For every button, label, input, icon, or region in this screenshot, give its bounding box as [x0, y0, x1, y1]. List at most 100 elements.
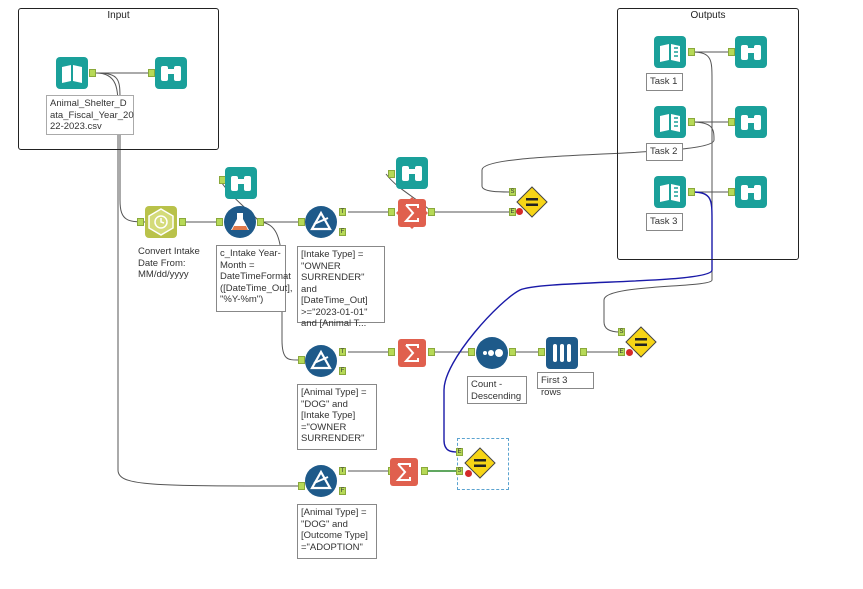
input-data-tool[interactable] [56, 57, 88, 89]
container-title: Input [107, 10, 130, 21]
sample-annotation: First 3 rows [537, 372, 594, 398]
container-title: Outputs [690, 10, 726, 21]
book-icon [654, 176, 686, 208]
equals-icon [516, 186, 548, 218]
true-anchor[interactable]: T [339, 348, 346, 356]
expected-anchor[interactable]: E [456, 448, 463, 456]
filter2-annotation: [Animal Type] ="DOG" and[Intake Type]="O… [297, 384, 377, 450]
binoculars-icon [735, 176, 767, 208]
false-anchor[interactable]: F [339, 487, 346, 495]
input-anchor[interactable] [388, 348, 395, 356]
input-anchor[interactable] [728, 188, 735, 196]
test-compare-tool[interactable] [464, 447, 496, 479]
filter-tool[interactable] [305, 206, 337, 238]
summarize-tool[interactable] [396, 197, 428, 229]
error-indicator-icon [516, 208, 523, 215]
output-anchor[interactable] [89, 69, 96, 77]
binoculars-icon [155, 57, 187, 89]
output-anchor[interactable] [688, 48, 695, 56]
formula-tool[interactable] [224, 206, 256, 238]
filter3-annotation: [Animal Type] ="DOG" and[Outcome Type]="… [297, 504, 377, 559]
output-anchor[interactable] [257, 218, 264, 226]
clock-icon [145, 206, 177, 238]
browse-tool[interactable] [155, 57, 187, 89]
false-anchor[interactable]: F [339, 228, 346, 236]
input-anchor[interactable] [298, 482, 305, 490]
sort-tool[interactable] [476, 337, 508, 369]
output-anchor[interactable] [688, 118, 695, 126]
filter-icon [305, 465, 337, 497]
datetime-tool[interactable] [145, 206, 177, 238]
task2-input-tool[interactable] [654, 106, 686, 138]
output-anchor[interactable] [688, 188, 695, 196]
output-anchor[interactable] [580, 348, 587, 356]
source-anchor[interactable]: S [509, 188, 516, 196]
selection-box [457, 438, 509, 490]
true-anchor[interactable]: T [339, 467, 346, 475]
output-anchor[interactable] [428, 348, 435, 356]
sort-dots-icon [476, 337, 508, 369]
filter-tool[interactable] [305, 465, 337, 497]
source-anchor[interactable]: S [618, 328, 625, 336]
sigma-icon [390, 458, 418, 486]
task3-label: Task 3 [646, 213, 683, 231]
browse-tool[interactable] [735, 176, 767, 208]
test-compare-tool[interactable] [625, 326, 657, 358]
browse-tool[interactable] [396, 157, 428, 189]
input-anchor[interactable] [728, 48, 735, 56]
book-icon [654, 106, 686, 138]
task1-label: Task 1 [646, 73, 683, 91]
browse-tool[interactable] [225, 167, 257, 199]
output-anchor[interactable] [509, 348, 516, 356]
test-tubes-icon [546, 337, 578, 369]
filter-tool[interactable] [305, 345, 337, 377]
browse-tool[interactable] [735, 36, 767, 68]
task3-input-tool[interactable] [654, 176, 686, 208]
flask-icon [224, 206, 256, 238]
book-icon [56, 57, 88, 89]
output-anchor[interactable] [421, 467, 428, 475]
task1-input-tool[interactable] [654, 36, 686, 68]
binoculars-icon [735, 36, 767, 68]
summarize-tool[interactable] [396, 337, 428, 369]
task2-label: Task 2 [646, 143, 683, 161]
error-indicator-icon [626, 349, 633, 356]
book-icon [654, 36, 686, 68]
input-anchor[interactable] [216, 218, 223, 226]
input-anchor[interactable] [298, 218, 305, 226]
filter-icon [305, 345, 337, 377]
equals-icon [625, 326, 657, 358]
input-anchor[interactable] [137, 218, 144, 226]
filter-icon [305, 206, 337, 238]
input-anchor[interactable] [538, 348, 545, 356]
true-anchor[interactable]: T [339, 208, 346, 216]
output-anchor[interactable] [179, 218, 186, 226]
input-anchor[interactable] [388, 208, 395, 216]
test-compare-tool[interactable] [516, 186, 548, 218]
sample-tool[interactable] [546, 337, 578, 369]
formula-annotation: c_Intake Year-Month =DateTimeFormat([Dat… [216, 245, 293, 312]
binoculars-icon [225, 167, 257, 199]
input-anchor[interactable] [298, 356, 305, 364]
browse-tool[interactable] [735, 106, 767, 138]
expected-anchor[interactable]: E [509, 208, 516, 216]
output-anchor[interactable] [428, 208, 435, 216]
equals-icon [464, 447, 496, 479]
sigma-icon [398, 339, 426, 367]
input-container[interactable]: Input [18, 8, 219, 150]
input-anchor[interactable] [148, 69, 155, 77]
sort-annotation: Count -Descending [467, 376, 527, 404]
binoculars-icon [396, 157, 428, 189]
source-anchor[interactable]: S [456, 467, 463, 475]
input-anchor[interactable] [468, 348, 475, 356]
input-anchor[interactable] [388, 170, 395, 178]
false-anchor[interactable]: F [339, 367, 346, 375]
expected-anchor[interactable]: E [618, 348, 625, 356]
input-anchor[interactable] [728, 118, 735, 126]
outputs-container[interactable]: Outputs [617, 8, 799, 260]
summarize-tool[interactable] [388, 456, 420, 488]
